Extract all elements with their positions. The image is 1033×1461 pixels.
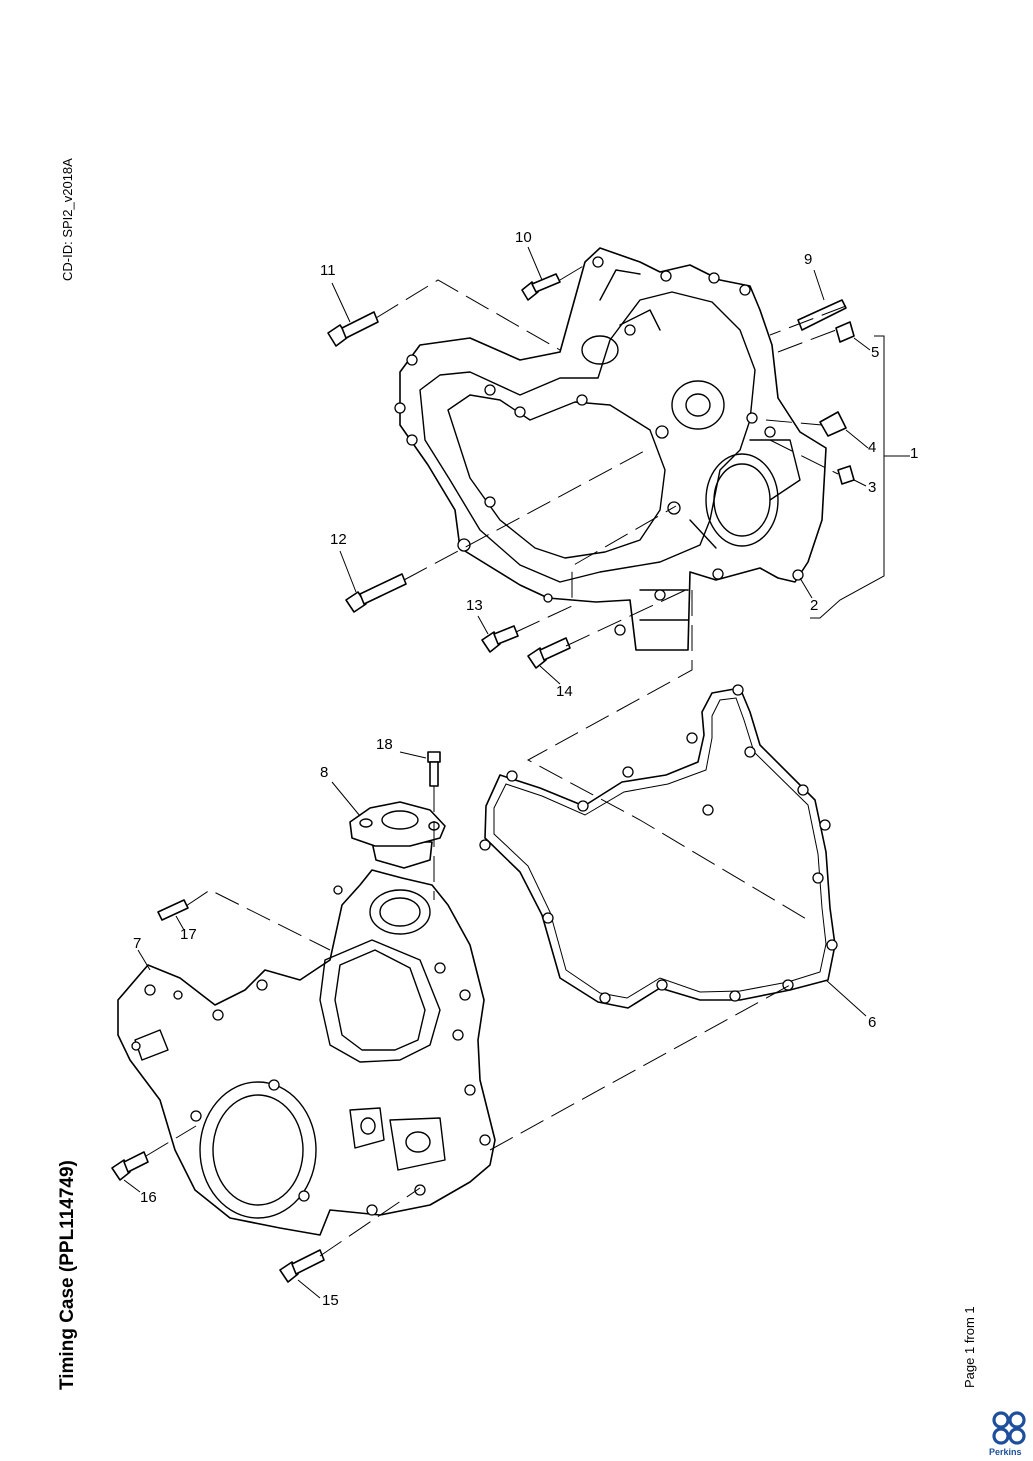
timing-case-gasket: [479, 684, 838, 1009]
callout-12: 12: [330, 531, 347, 548]
callout-2: 2: [810, 597, 818, 614]
timing-case-rear-plate: [394, 247, 827, 651]
alignment-lines: [145, 261, 847, 1257]
callout-3: 3: [868, 479, 876, 496]
callout-14: 14: [556, 683, 573, 700]
callout-9: 9: [804, 251, 812, 268]
callout-11: 11: [320, 262, 336, 279]
callout-4: 4: [868, 439, 876, 456]
callout-18: 18: [376, 736, 393, 753]
callout-6: 6: [868, 1014, 876, 1031]
leader-lines: [123, 246, 910, 1299]
callout-10: 10: [515, 229, 532, 246]
callout-16: 16: [140, 1189, 157, 1206]
callout-5: 5: [871, 344, 879, 361]
perkins-logo-icon: [992, 1411, 1026, 1445]
front-timing-cover: [117, 869, 496, 1236]
callout-17: 17: [180, 926, 197, 943]
callout-1: 1: [910, 445, 918, 462]
oil-filler-adaptor: [349, 801, 446, 869]
callout-7: 7: [133, 935, 141, 952]
brand-name: Perkins: [989, 1447, 1022, 1457]
callout-15: 15: [322, 1292, 339, 1309]
callout-8: 8: [320, 764, 328, 781]
callout-13: 13: [466, 597, 483, 614]
